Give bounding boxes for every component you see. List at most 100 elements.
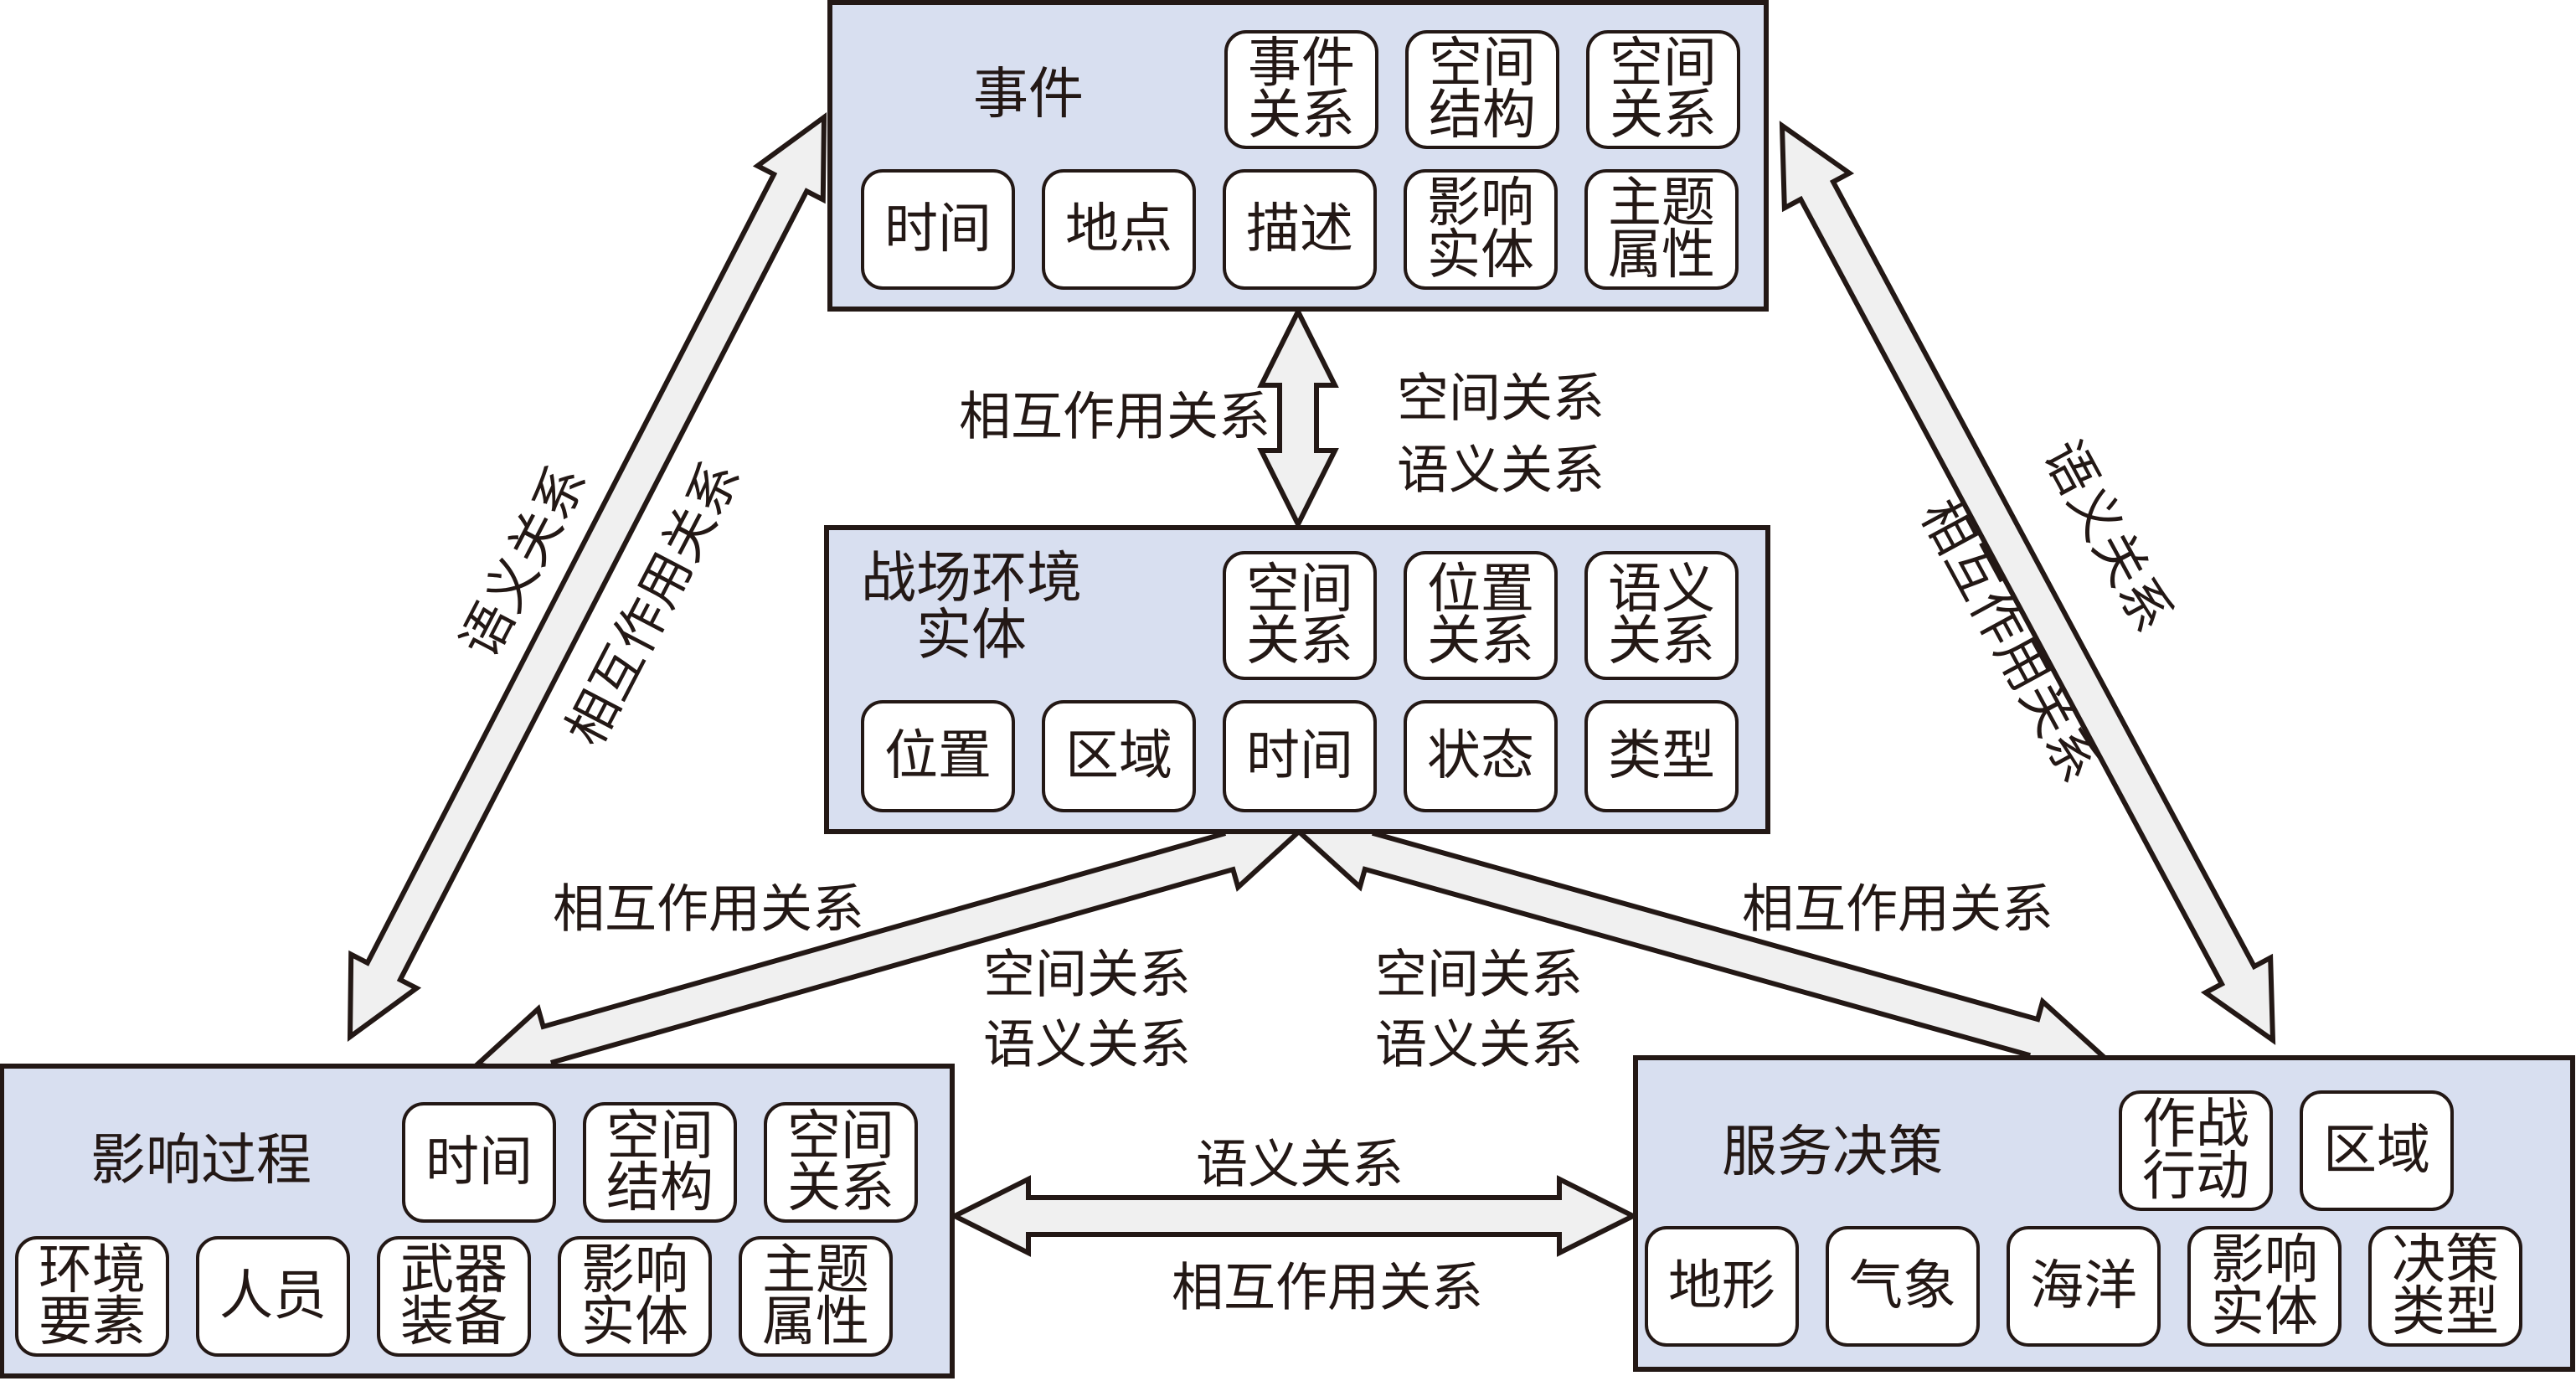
attribute-chip-box[interactable] <box>2187 1226 2342 1347</box>
attribute-chip-box[interactable] <box>1404 700 1558 812</box>
attribute-chip[interactable]: 时间 <box>402 1102 556 1223</box>
attribute-chip[interactable]: 描述 <box>1223 169 1377 290</box>
attribute-chip-box[interactable] <box>2300 1090 2454 1211</box>
attribute-chip-box[interactable] <box>15 1236 169 1357</box>
attribute-chip-box[interactable] <box>764 1102 918 1223</box>
attribute-chip[interactable]: 海洋 <box>2007 1226 2161 1347</box>
attribute-chip-box[interactable] <box>1826 1226 1980 1347</box>
attribute-chip-box[interactable] <box>739 1236 893 1357</box>
edge-label-entity-process-bottom-line: 语义关系 <box>983 1014 1191 1075</box>
attribute-chip-label-line: 地形 <box>1668 1255 1775 1317</box>
attribute-chip-box[interactable] <box>558 1236 712 1357</box>
attribute-chip[interactable]: 时间 <box>1223 700 1377 812</box>
edge-label-entity-decision-top: 相互作用关系 <box>1742 879 2053 940</box>
node-process-title: 影响过程 <box>90 1128 312 1193</box>
attribute-chip-label-line: 影响 <box>2211 1229 2318 1291</box>
attribute-chip-box[interactable] <box>2007 1226 2161 1347</box>
attribute-chip-box[interactable] <box>861 169 1015 290</box>
attribute-chip-label-line: 位置 <box>1427 559 1534 621</box>
attribute-chip[interactable]: 时间 <box>861 169 1015 290</box>
attribute-chip-box[interactable] <box>1584 169 1739 290</box>
attribute-chip-label-line: 主题 <box>1608 173 1715 234</box>
attribute-chip-box[interactable] <box>1405 30 1559 149</box>
attribute-chip-box[interactable] <box>2119 1090 2273 1211</box>
attribute-chip-box[interactable] <box>377 1236 531 1357</box>
attribute-chip-label-line: 关系 <box>1427 611 1534 672</box>
attribute-chip-label-line: 关系 <box>1608 611 1715 672</box>
attribute-chip-box[interactable] <box>2368 1226 2522 1347</box>
attribute-chip[interactable]: 空间关系 <box>764 1102 918 1223</box>
attribute-chip[interactable]: 区域 <box>2300 1090 2454 1211</box>
attribute-chip-box[interactable] <box>402 1102 556 1223</box>
attribute-chip-label-line: 时间 <box>884 198 992 260</box>
attribute-chip-label-line: 空间 <box>1246 559 1353 621</box>
attribute-chip[interactable]: 位置 <box>861 700 1015 812</box>
attribute-chip-label: 空间关系 <box>1610 33 1717 147</box>
attribute-chip-box[interactable] <box>1586 30 1740 149</box>
attribute-chip-box[interactable] <box>1584 700 1739 812</box>
attribute-chip-box[interactable] <box>1223 700 1377 812</box>
attribute-chip[interactable]: 空间关系 <box>1586 30 1740 149</box>
attribute-chip-label: 位置 <box>884 725 992 787</box>
attribute-chip-box[interactable] <box>1645 1226 1799 1347</box>
attribute-chip-label-line: 海洋 <box>2030 1255 2137 1317</box>
attribute-chip-label-line: 类型 <box>1608 725 1715 787</box>
attribute-chip[interactable]: 状态 <box>1404 700 1558 812</box>
attribute-chip-box[interactable] <box>1042 700 1196 812</box>
attribute-chip-box[interactable] <box>583 1102 737 1223</box>
attribute-chip[interactable]: 类型 <box>1584 700 1739 812</box>
attribute-chip-box[interactable] <box>1404 551 1558 680</box>
attribute-chip[interactable]: 空间关系 <box>1223 551 1377 680</box>
attribute-chip-label: 气象 <box>1849 1255 1956 1317</box>
attribute-chip-label-line: 空间 <box>1610 33 1717 95</box>
attribute-chip[interactable]: 气象 <box>1826 1226 1980 1347</box>
attribute-chip-box[interactable] <box>1584 551 1739 680</box>
attribute-chip[interactable]: 人员 <box>196 1236 350 1357</box>
attribute-chip-label-line: 环境 <box>39 1239 146 1301</box>
edge-label-entity-process-bottom-line: 空间关系 <box>983 944 1191 1005</box>
attribute-chip-label-line: 作战 <box>2142 1094 2249 1156</box>
attribute-chip-label-line: 实体 <box>1427 224 1534 286</box>
attribute-chip-box[interactable] <box>196 1236 350 1357</box>
edge-label-entity-decision-bottom-line: 语义关系 <box>1375 1014 1583 1075</box>
node-process: 影响过程 时间空间结构空间关系环境要素人员武器装备影响实体主题属性 <box>0 1064 955 1378</box>
attribute-chip-box[interactable] <box>1224 30 1378 149</box>
attribute-chip-box[interactable] <box>861 700 1015 812</box>
attribute-chip-label-line: 属性 <box>762 1291 869 1353</box>
node-entity: 战场环境实体空间关系位置关系语义关系位置区域时间状态类型 <box>824 525 1770 834</box>
attribute-chip-box[interactable] <box>1223 169 1377 290</box>
edge-label-event-entity-left-line: 相互作用关系 <box>959 386 1270 447</box>
attribute-chip[interactable]: 语义关系 <box>1584 551 1739 680</box>
attribute-chip[interactable]: 地形 <box>1645 1226 1799 1347</box>
attribute-chip[interactable]: 地点 <box>1042 169 1196 290</box>
attribute-chip-box[interactable] <box>1223 551 1377 680</box>
attribute-chip-label-line: 装备 <box>400 1291 507 1353</box>
attribute-chip-label: 空间关系 <box>787 1105 894 1219</box>
attribute-chip-box[interactable] <box>1042 169 1196 290</box>
attribute-chip[interactable]: 区域 <box>1042 700 1196 812</box>
attribute-chip-box[interactable] <box>1404 169 1558 290</box>
